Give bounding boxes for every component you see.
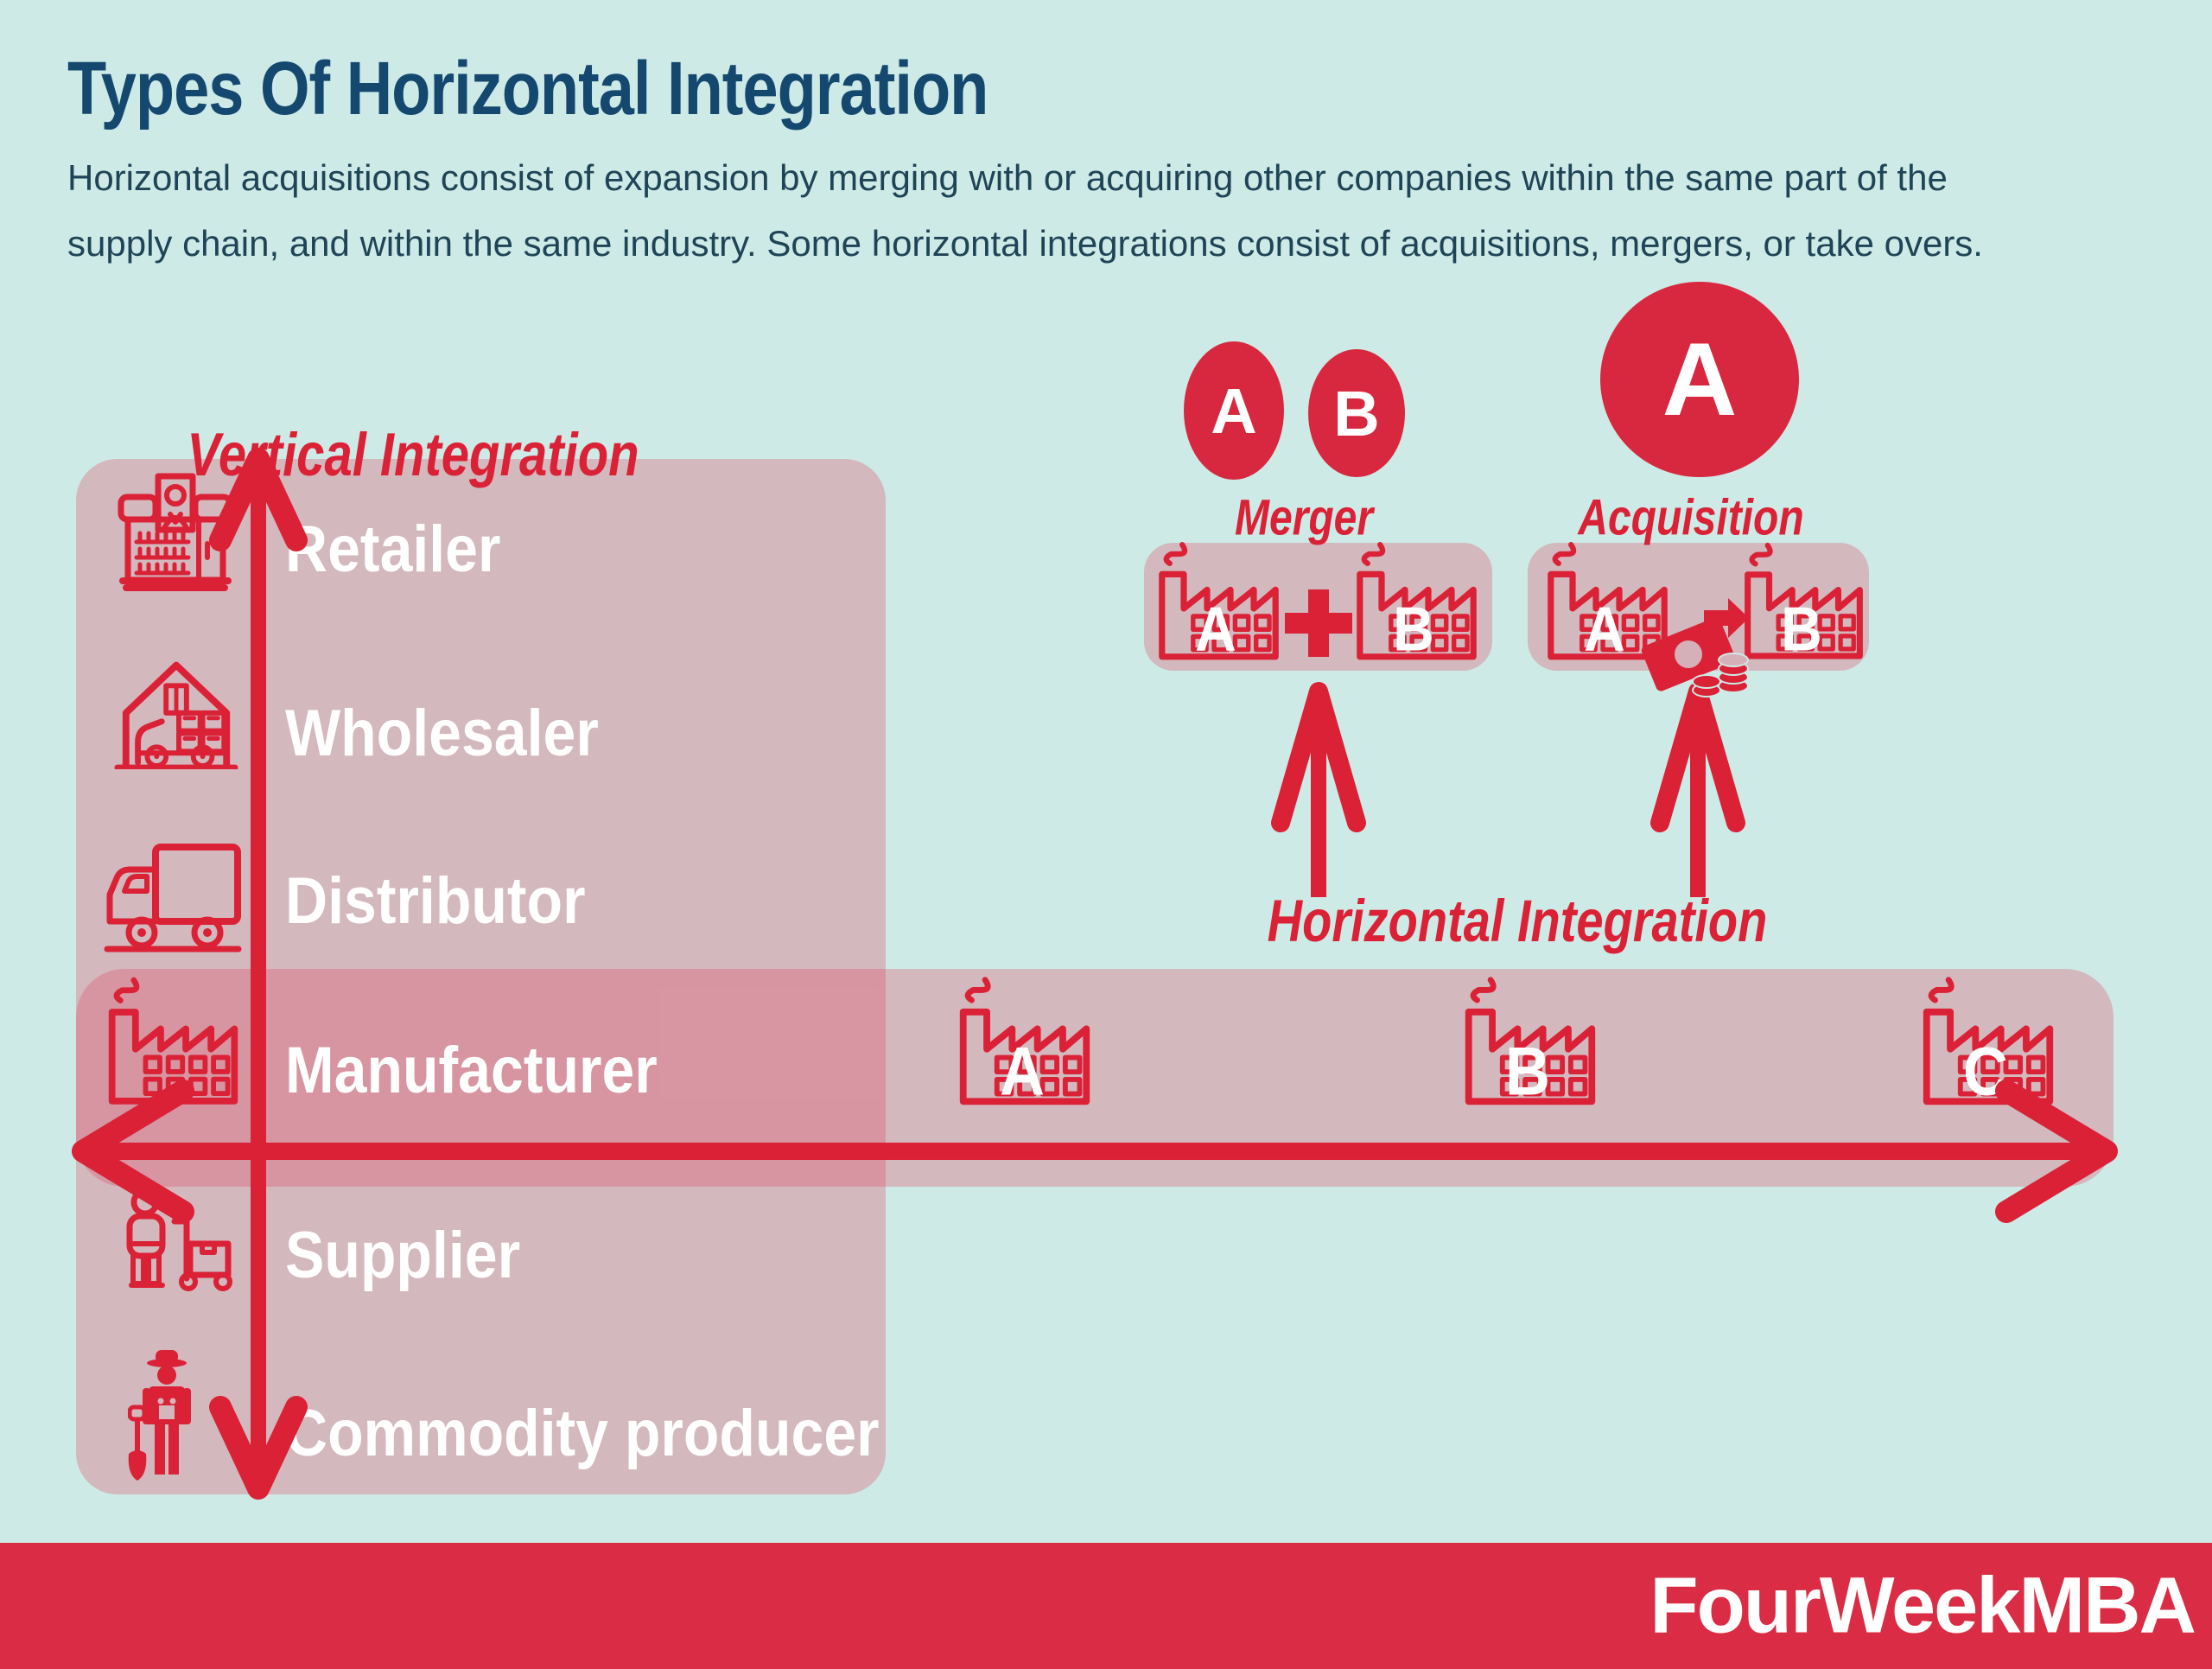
row-label-retailer: Retailer xyxy=(285,512,501,586)
band-factory-a-letter: A xyxy=(1000,1034,1045,1110)
merger-circle-b: B xyxy=(1308,349,1405,477)
subtitle-line-1: Horizontal acquisitions consist of expan… xyxy=(67,157,1948,198)
horizontal-integration-label: Horizontal Integration xyxy=(1267,887,1768,954)
farmer-icon xyxy=(128,1350,191,1481)
person-handtruck-icon xyxy=(126,1188,232,1291)
brand-logo: FourWeekMBA xyxy=(1649,1561,2196,1650)
vertical-integration-label: Vertical Integration xyxy=(187,420,639,489)
merger-circle-a: A xyxy=(1184,341,1284,480)
page-subtitle: Horizontal acquisitions consist of expan… xyxy=(67,145,2158,277)
merger-label: Merger xyxy=(1234,490,1374,546)
footer-bar: FourWeekMBA xyxy=(0,1543,2212,1669)
delivery-truck-icon xyxy=(104,844,242,952)
row-label-supplier: Supplier xyxy=(285,1218,521,1292)
band-factory-b-letter: B xyxy=(1505,1034,1550,1110)
merger-circle-a-letter: A xyxy=(1211,374,1257,447)
row-label-commodity-producer: Commodity producer xyxy=(285,1396,880,1470)
merger-pointer-arrow xyxy=(1271,682,1366,897)
row-label-distributor: Distributor xyxy=(285,863,586,938)
subtitle-line-2: supply chain, and within the same indust… xyxy=(67,223,1983,264)
row-label-manufacturer: Manufacturer xyxy=(285,1033,658,1107)
acquisition-pointer-arrow xyxy=(1650,682,1745,897)
merger-circle-b-letter: B xyxy=(1333,377,1380,449)
merger-factory-b-letter: B xyxy=(1393,593,1434,664)
row-label-wholesaler: Wholesaler xyxy=(285,696,599,770)
acquisition-circle-a: A xyxy=(1600,282,1799,477)
band-factory-c-letter: C xyxy=(1963,1034,2008,1110)
vertical-integration-panel xyxy=(76,459,886,1494)
acquisition-label: Acquisition xyxy=(1578,490,1804,546)
acquisition-circle-a-letter: A xyxy=(1662,322,1738,437)
merger-factory-a-letter: A xyxy=(1195,593,1236,664)
acquisition-factory-b-letter: B xyxy=(1781,593,1822,664)
factory-icon xyxy=(108,977,238,1105)
page-title: Types Of Horizontal Integration xyxy=(67,46,988,131)
acquisition-factory-a-letter: A xyxy=(1584,593,1625,664)
storefront-icon xyxy=(118,473,233,591)
warehouse-truck-icon xyxy=(114,661,238,769)
